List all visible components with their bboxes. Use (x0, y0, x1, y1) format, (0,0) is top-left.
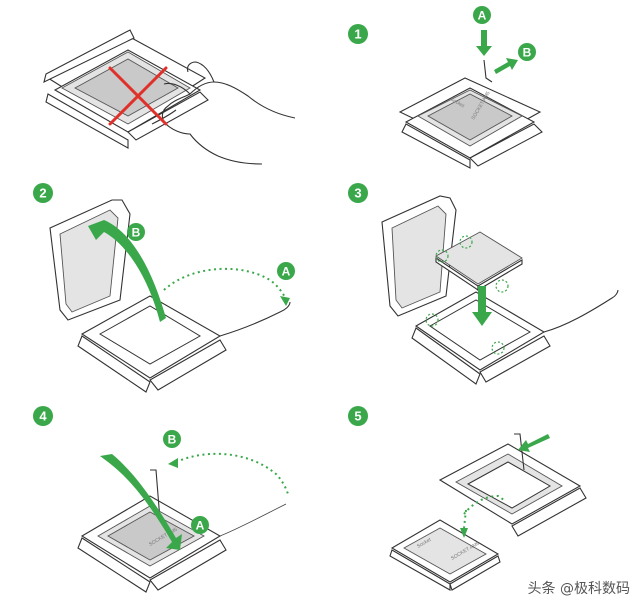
insert-arrow-icon (472, 286, 492, 326)
step-badge-3 (348, 183, 368, 203)
cpu-chip (435, 231, 523, 292)
panel-step-2: 2 A B (33, 183, 295, 393)
step-number-1: 1 (354, 27, 361, 42)
lift-arrow-icon (88, 220, 166, 322)
label-a-badge (277, 262, 295, 280)
label-a: A (282, 265, 291, 279)
cap-arrow-head-icon (460, 528, 468, 538)
cap-path-dotted (463, 494, 505, 515)
label-b: B (523, 46, 532, 60)
socket-frame (77, 469, 287, 593)
panel-step-3: 3 (348, 183, 619, 385)
panel-step-5: 5 SOCKET AM5 Socket (348, 406, 587, 591)
socket-frame (49, 199, 291, 393)
label-b-badge (518, 43, 536, 61)
alignment-mark-icon (491, 341, 505, 355)
hand-outline (151, 61, 296, 165)
step-number-5: 5 (354, 409, 361, 424)
release-arrow-icon (494, 58, 518, 74)
step-badge-1 (348, 24, 368, 44)
label-a-badge (191, 516, 209, 534)
label-a: A (196, 519, 205, 533)
red-x-icon (108, 66, 168, 126)
label-b-badge (127, 223, 145, 241)
close-arrow-head-icon (168, 458, 178, 468)
rotate-arrow-head-icon (280, 296, 290, 306)
panel-no-touch (43, 29, 296, 165)
step-badge-2 (33, 183, 53, 203)
socket-frame (438, 433, 587, 537)
step-number-3: 3 (354, 186, 361, 201)
socket-frame (43, 29, 209, 149)
socket-frame (381, 195, 619, 385)
rotate-path-dotted (163, 267, 287, 301)
step-number-4: 4 (39, 409, 47, 424)
label-a: A (478, 9, 487, 23)
press-arrow-icon (476, 30, 492, 56)
panel-step-1: 1 SOCKET AM5 Socket A B (348, 6, 543, 169)
alignment-mark-icon (459, 235, 473, 249)
panel-step-4: 4 SOCKET AM5 A B (33, 406, 289, 593)
alignment-mark-icon (425, 313, 439, 327)
removed-cap (389, 519, 501, 591)
step-badge-4 (33, 406, 53, 426)
lock-arrow-icon (518, 434, 550, 452)
alignment-mark-icon (495, 279, 509, 293)
socket-frame (398, 59, 543, 169)
watermark-text: 头条 @极科数码 (527, 581, 630, 597)
close-path-dotted (175, 452, 289, 495)
label-a-badge (473, 6, 491, 24)
close-arrow-icon (100, 454, 182, 550)
label-b: B (168, 433, 177, 447)
alignment-mark-icon (435, 249, 449, 263)
label-b: B (132, 226, 141, 240)
label-b-badge (163, 430, 181, 448)
step-number-2: 2 (39, 186, 46, 201)
step-badge-5 (348, 406, 368, 426)
